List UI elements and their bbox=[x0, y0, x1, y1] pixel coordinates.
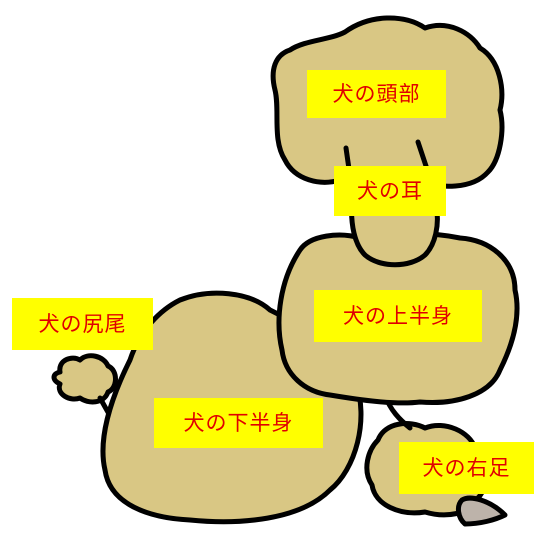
label-lower-body: 犬の下半身 bbox=[154, 398, 323, 448]
tail-tuft-shape bbox=[51, 353, 118, 405]
label-tail: 犬の尻尾 bbox=[12, 298, 153, 350]
label-ear: 犬の耳 bbox=[334, 166, 446, 216]
label-right-leg: 犬の右足 bbox=[399, 442, 534, 494]
label-head: 犬の頭部 bbox=[307, 70, 446, 118]
neck-shape bbox=[349, 197, 440, 268]
right-foot-tip-shape bbox=[455, 495, 508, 527]
label-upper-body: 犬の上半身 bbox=[314, 290, 482, 342]
